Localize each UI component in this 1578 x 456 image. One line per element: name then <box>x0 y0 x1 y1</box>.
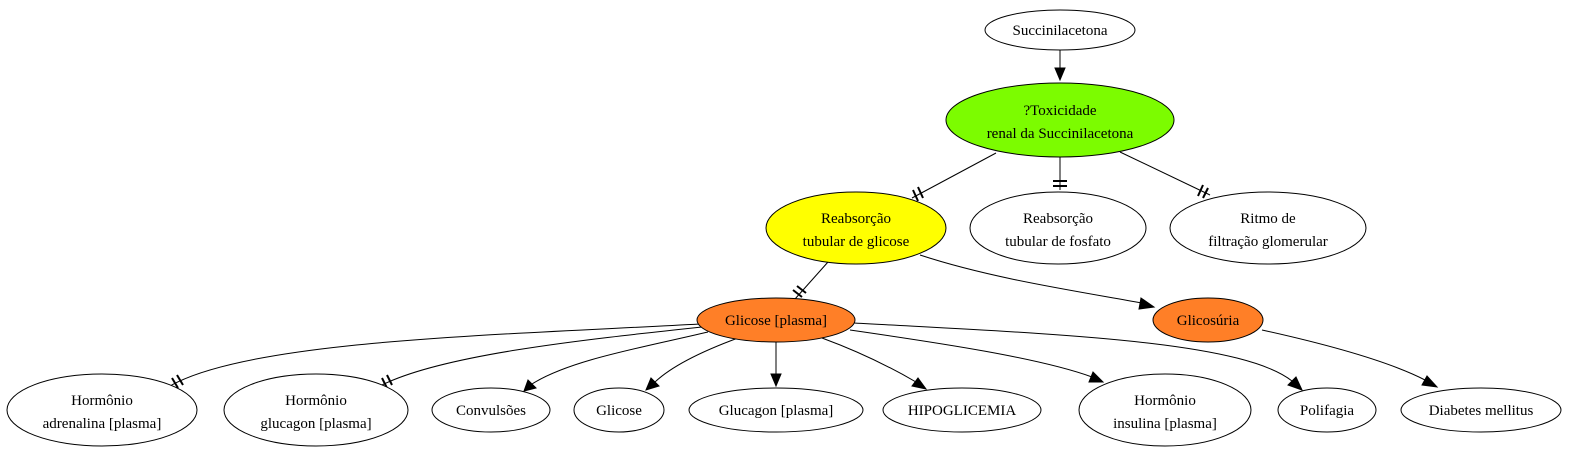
edge-succinilacetona-toxicidade <box>1054 48 1066 82</box>
node-reab-fosfato-label-1: Reabsorção <box>1023 211 1093 227</box>
edge-glicose-plasma-convulsoes <box>523 331 709 392</box>
node-polifagia-label: Polifagia <box>1300 403 1354 419</box>
node-glucagon-label: Glucagon [plasma] <box>719 403 834 419</box>
edge-toxicidade-ritmo <box>1119 151 1211 199</box>
node-succinilacetona[interactable]: Succinilacetona <box>984 9 1136 51</box>
node-glicose-label: Glicose <box>596 403 642 419</box>
edge-glicose-plasma-glucagon <box>770 342 782 388</box>
node-glicosuria[interactable]: Glicosúria <box>1152 297 1264 343</box>
edge-glicosuria-diabetes <box>1261 329 1439 388</box>
node-ritmo-label-1: Ritmo de <box>1240 211 1296 227</box>
node-reab-glicose-label-1: Reabsorção <box>821 211 891 227</box>
node-glicose-plasma[interactable]: Glicose [plasma] <box>696 297 856 343</box>
node-reab-glicose-label-2: tubular de glicose <box>803 234 910 250</box>
node-polifagia[interactable]: Polifagia <box>1277 387 1377 433</box>
node-insulina-label-1: Hormônio <box>1134 393 1196 409</box>
node-reab-fosfato-label-2: tubular de fosfato <box>1005 234 1111 250</box>
edge-reab-glicose-glicosuria <box>919 254 1156 310</box>
edge-glicose-plasma-insulina <box>849 329 1105 383</box>
node-reab-glicose[interactable]: Reabsorção tubular de glicose <box>765 191 947 265</box>
node-ritmo[interactable]: Ritmo de filtração glomerular <box>1169 191 1367 265</box>
node-glucagon-h[interactable]: Hormônio glucagon [plasma] <box>223 373 409 447</box>
node-glucagon-h-label-2: glucagon [plasma] <box>260 416 371 432</box>
node-adrenalina[interactable]: Hormônio adrenalina [plasma] <box>6 373 198 447</box>
node-adrenalina-label-2: adrenalina [plasma] <box>43 416 162 432</box>
node-hipoglicemia-label: HIPOGLICEMIA <box>908 403 1016 419</box>
edges <box>169 48 1439 392</box>
node-adrenalina-label-1: Hormônio <box>71 393 133 409</box>
node-succinilacetona-label: Succinilacetona <box>1013 23 1108 39</box>
node-hipoglicemia[interactable]: HIPOGLICEMIA <box>882 387 1042 433</box>
node-glucagon-h-label-1: Hormônio <box>285 393 347 409</box>
node-diabetes-label: Diabetes mellitus <box>1429 403 1534 419</box>
node-glucagon[interactable]: Glucagon [plasma] <box>688 387 864 433</box>
node-glicose[interactable]: Glicose <box>573 387 665 433</box>
edge-glicose-plasma-glicose <box>645 337 739 391</box>
edge-glicose-plasma-hipoglicemia <box>821 337 928 390</box>
node-glicosuria-label: Glicosúria <box>1177 313 1240 329</box>
node-ritmo-label-2: filtração glomerular <box>1208 234 1328 250</box>
node-toxicidade-label-2: renal da Succinilacetona <box>987 126 1134 142</box>
edge-toxicidade-reab-fosfato <box>1053 157 1067 190</box>
edge-glicose-plasma-adrenalina <box>169 323 701 389</box>
node-convulsoes[interactable]: Convulsões <box>431 387 551 433</box>
node-reab-fosfato[interactable]: Reabsorção tubular de fosfato <box>969 191 1147 265</box>
node-glicose-plasma-label: Glicose [plasma] <box>725 313 827 329</box>
node-toxicidade-label-1: ?Toxicidade <box>1023 103 1096 119</box>
edge-reab-glicose-glicose-plasma <box>792 261 829 300</box>
edge-toxicidade-reab-glicose <box>911 152 997 202</box>
node-toxicidade[interactable]: ?Toxicidade renal da Succinilacetona <box>945 82 1175 158</box>
node-diabetes[interactable]: Diabetes mellitus <box>1400 387 1562 433</box>
edge-glicose-plasma-polifagia <box>853 322 1303 391</box>
node-convulsoes-label: Convulsões <box>456 403 526 419</box>
node-insulina[interactable]: Hormônio insulina [plasma] <box>1078 373 1252 447</box>
node-insulina-label-2: insulina [plasma] <box>1113 416 1217 432</box>
nodes: Succinilacetona ?Toxicidade renal da Suc… <box>6 9 1562 447</box>
